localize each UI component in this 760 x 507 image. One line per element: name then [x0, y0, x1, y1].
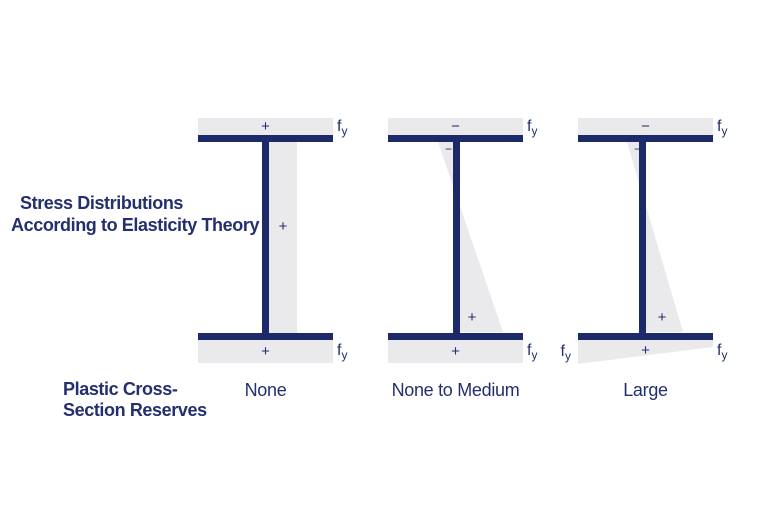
bottom-stress-wedge: +	[578, 340, 713, 364]
minus-sign: −	[633, 142, 641, 156]
plus-sign: +	[467, 309, 477, 326]
beam-large-reserve: − fy − + + fy fy	[561, 118, 727, 370]
top-flange-bar	[198, 135, 333, 142]
web-bar	[453, 142, 460, 333]
bottom-flange-bar	[388, 333, 523, 340]
fy-label: fy	[337, 342, 348, 363]
column-label-none: None	[244, 380, 287, 400]
fy-label: fy	[717, 118, 728, 139]
fy-label: fy	[560, 343, 571, 364]
column-label-large: Large	[623, 380, 668, 400]
plus-sign: +	[261, 118, 270, 135]
fy-label: fy	[527, 118, 538, 139]
minus-sign: −	[451, 118, 460, 135]
minus-sign: −	[444, 142, 452, 156]
beam-elastic-bending: − fy − + + fy	[388, 118, 537, 370]
web-stress-block	[269, 142, 297, 333]
top-stress-block: −	[388, 118, 523, 135]
plus-sign: +	[261, 343, 270, 360]
diagram-title-line1: Stress Distributions	[20, 193, 184, 213]
top-flange-bar	[388, 135, 523, 142]
minus-sign: −	[641, 118, 650, 135]
bottom-flange-bar	[198, 333, 333, 340]
top-stress-block: −	[578, 118, 713, 135]
fy-label: fy	[527, 342, 538, 363]
plus-sign: +	[641, 342, 650, 359]
plus-sign: +	[278, 218, 288, 235]
bottom-stress-block: +	[198, 340, 333, 363]
web-bar	[262, 142, 269, 333]
plus-sign: +	[451, 343, 460, 360]
plus-sign: +	[657, 309, 667, 326]
web-bar	[639, 142, 646, 333]
fy-label: fy	[717, 342, 728, 363]
top-stress-block: +	[198, 118, 333, 135]
top-flange-bar	[578, 135, 713, 142]
row-label-line2: Section Reserves	[63, 400, 207, 420]
beam-uniform-stress: + fy + + fy	[198, 118, 347, 370]
column-label-none-to-medium: None to Medium	[391, 380, 520, 400]
bottom-stress-block: +	[388, 340, 523, 363]
row-label-line1: Plastic Cross-	[63, 379, 178, 399]
bottom-flange-bar	[578, 333, 713, 340]
diagram-title-line2: According to Elasticity Theory	[11, 215, 260, 235]
fy-label: fy	[337, 118, 348, 139]
